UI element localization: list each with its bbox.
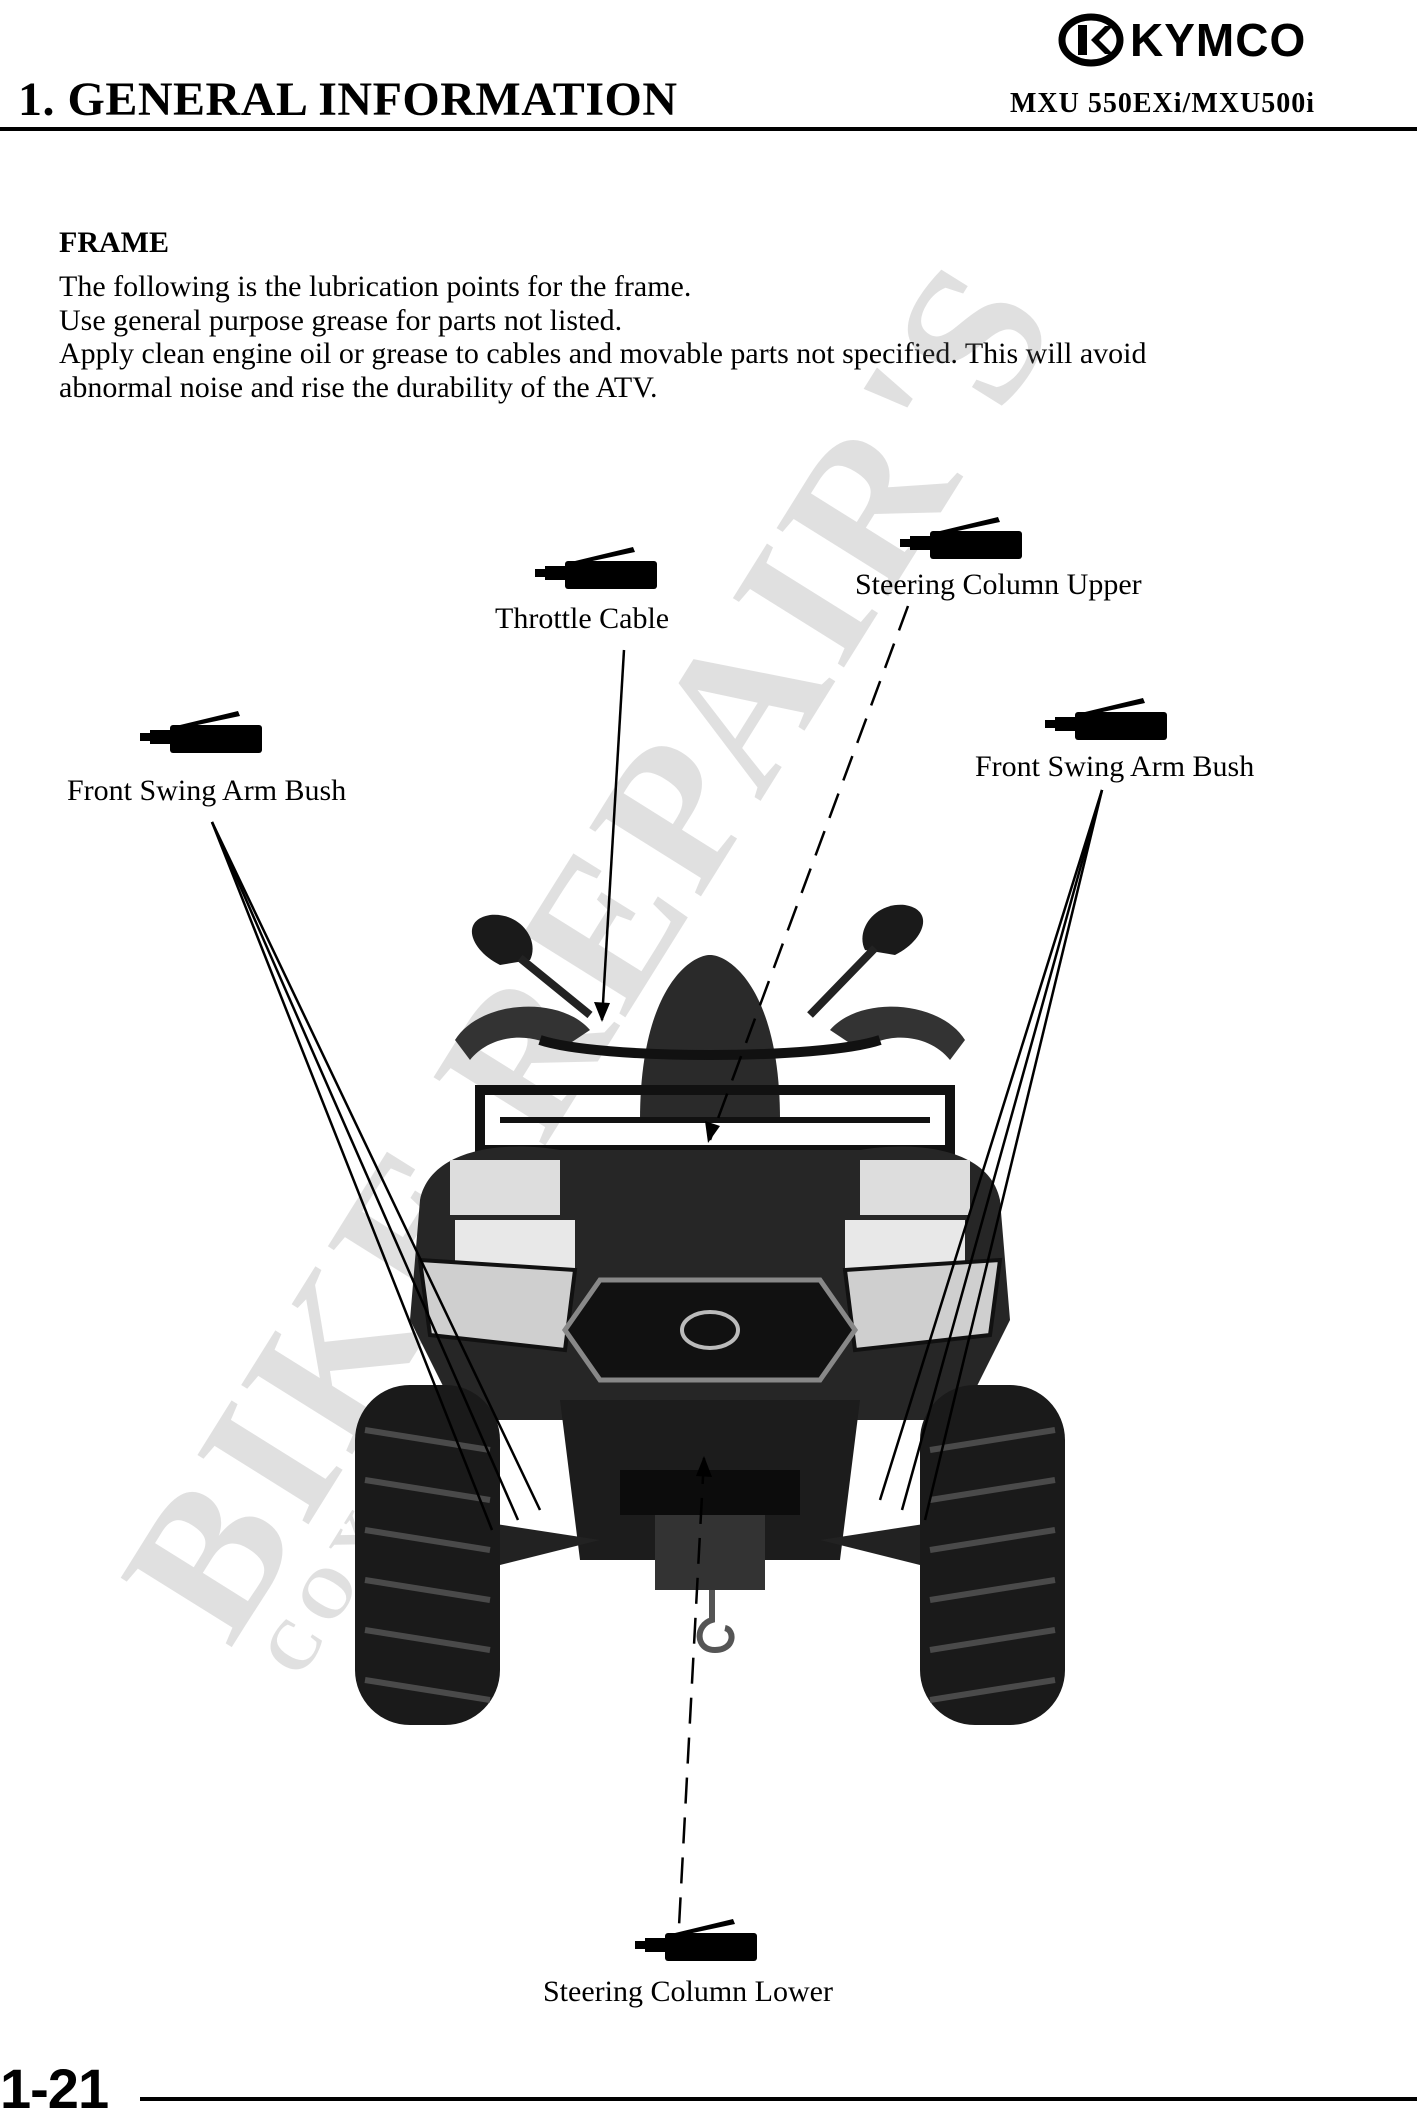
leader-lines xyxy=(210,605,1104,1946)
callout-front-swing-arm-bush-right: Front Swing Arm Bush xyxy=(975,750,1255,783)
paragraph-line: The following is the lubrication points … xyxy=(59,270,692,303)
grease-gun-icon xyxy=(1045,698,1167,740)
callout-front-swing-arm-bush-left: Front Swing Arm Bush xyxy=(67,774,347,807)
callout-steering-column-lower: Steering Column Lower xyxy=(543,1975,833,2008)
callout-steering-column-upper: Steering Column Upper xyxy=(855,568,1142,601)
callout-throttle-cable: Throttle Cable xyxy=(495,602,670,635)
section-heading: FRAME xyxy=(59,226,169,259)
section-paragraph: The following is the lubrication points … xyxy=(59,270,1389,404)
header-rule xyxy=(0,127,1417,131)
atv-illustration xyxy=(355,904,1065,1725)
footer-rule xyxy=(140,2097,1417,2101)
kymco-logo: KYMCO xyxy=(1058,13,1306,67)
svg-text:KYMCO: KYMCO xyxy=(1130,14,1306,66)
chapter-title: 1. GENERAL INFORMATION xyxy=(18,73,678,126)
paragraph-line: Apply clean engine oil or grease to cabl… xyxy=(59,337,1147,370)
model-name: MXU 550EXi/MXU500i xyxy=(1010,88,1315,119)
grease-gun-icon xyxy=(140,711,262,753)
grease-gun-icon xyxy=(535,547,657,589)
paragraph-line: Use general purpose grease for parts not… xyxy=(59,303,623,337)
paragraph-line: abnormal noise and rise the durability o… xyxy=(59,370,658,404)
grease-gun-icon xyxy=(635,1919,757,1961)
page-number: 1-21 xyxy=(0,2057,109,2120)
